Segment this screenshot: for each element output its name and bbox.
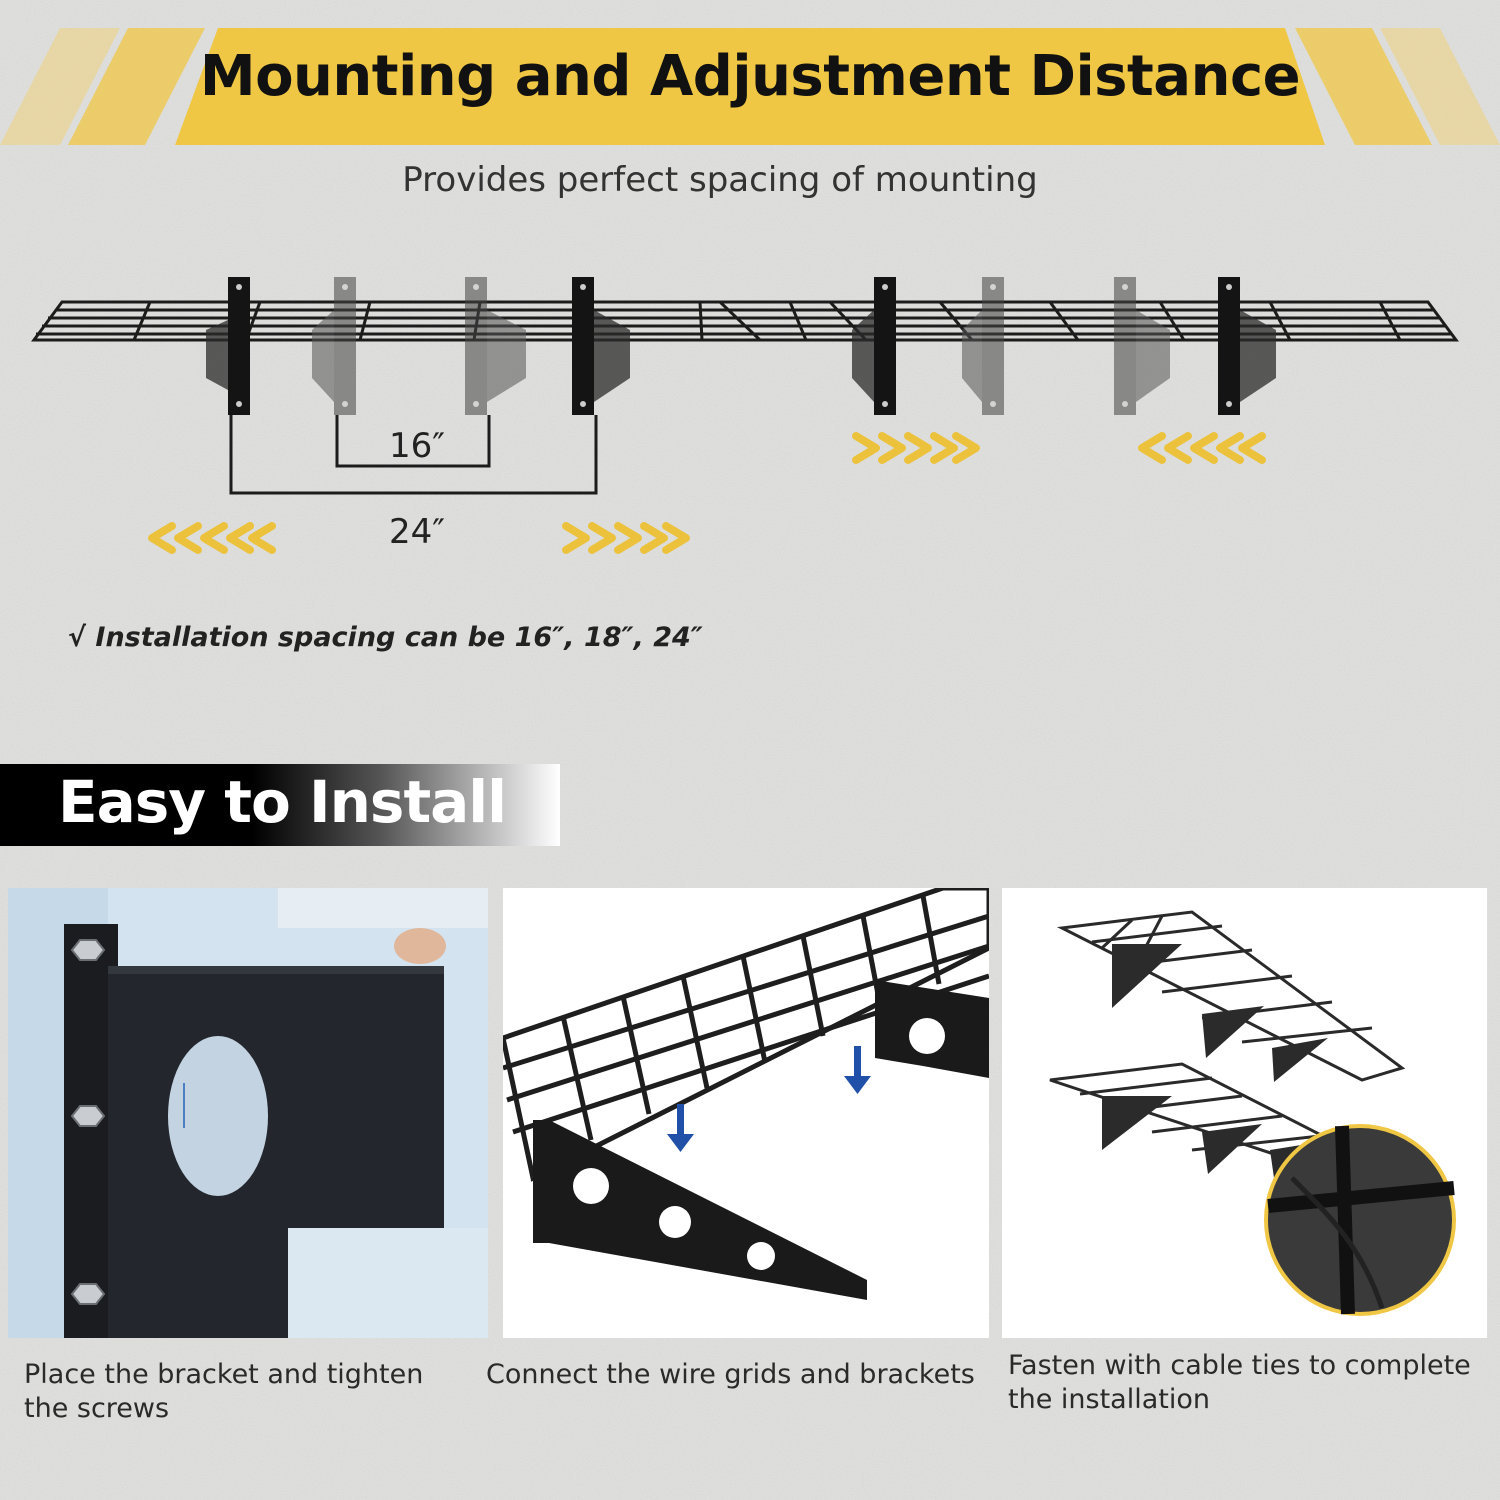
step-3-image [1002,888,1487,1338]
bracket-group-left [206,277,630,415]
shelf-spacing-diagram [31,277,1459,554]
title-banner [0,28,1500,145]
bracket [852,277,896,415]
dimension-24-label: 24″ [389,512,445,552]
arrow-down-icon [667,1046,871,1152]
screw-icon [70,939,106,1305]
bracket-group-right [852,277,1276,415]
step-3-caption: Fasten with cable ties to complete the i… [1008,1350,1471,1415]
bracket [962,277,1004,415]
wire-shelf-right [716,300,1459,342]
spacing-note: √ Installation spacing can be 16″, 18″, … [68,622,703,653]
bracket [465,277,526,415]
bracket [572,277,630,415]
install-banner [0,764,560,846]
step-2-image [503,888,989,1338]
page-subtitle: Provides perfect spacing of mounting [402,160,1038,200]
dimension-lines [229,415,598,495]
step-1-image [8,888,488,1338]
dimension-16-label: 16″ [389,426,445,466]
bracket [312,277,356,415]
page-title: Mounting and Adjustment Distance [199,44,1301,109]
step-1-caption: Place the bracket and tighten the screws [24,1359,424,1424]
bracket [206,277,250,415]
wire-shelf-left [31,300,809,342]
install-title: Easy to Install [58,768,507,836]
bracket [1218,277,1276,415]
shelf-bracket-icon [1112,944,1328,1082]
chevrons-right-inward [852,432,1266,464]
bracket [1114,277,1170,415]
step-2-caption: Connect the wire grids and brackets [486,1359,975,1390]
chevrons-left-outward [148,522,690,554]
